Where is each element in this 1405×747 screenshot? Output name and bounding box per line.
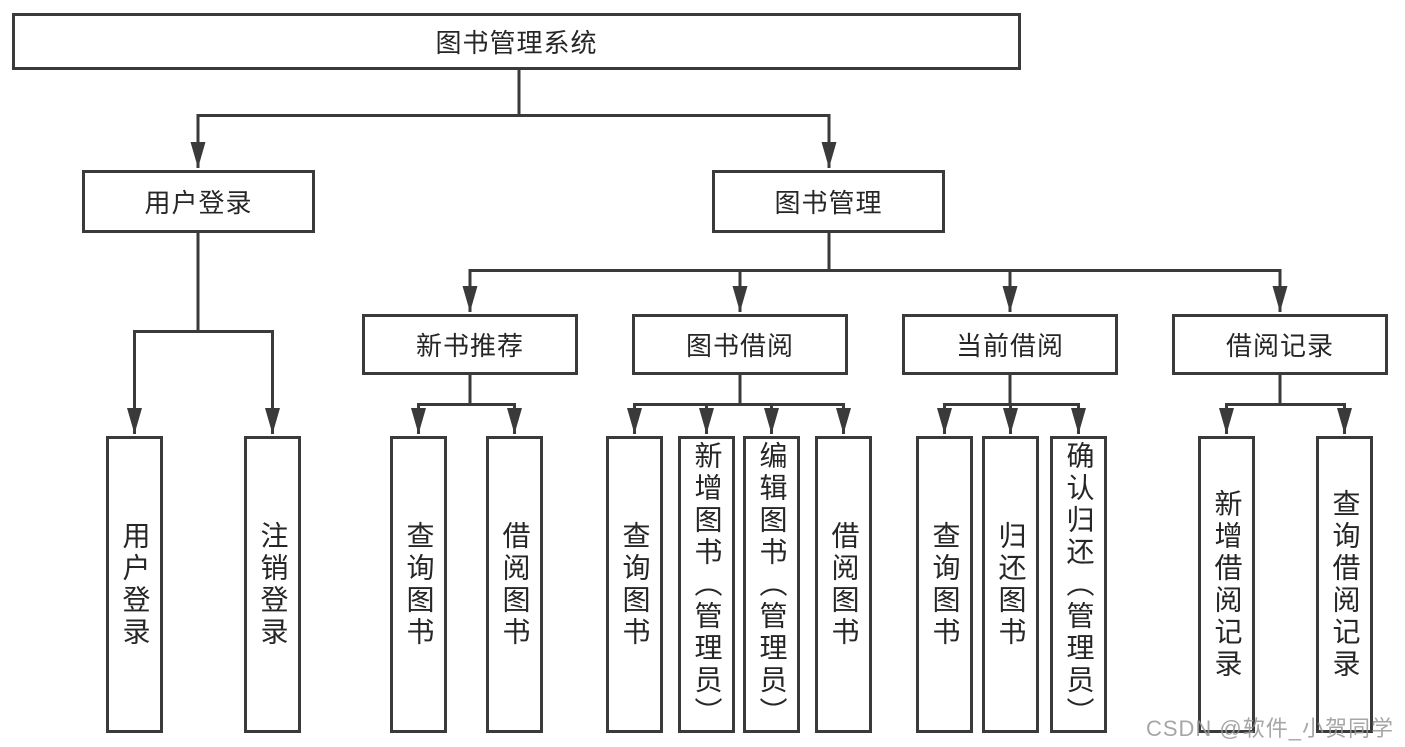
leaf-borrow-edit-books-admin-label: 编辑图书（管理员） — [756, 440, 788, 729]
leaf-borrow-borrow-books-label: 借阅图书 — [828, 520, 860, 649]
leaf-records-query-borrow-record-label: 查询借阅记录 — [1329, 488, 1361, 681]
node-new-book-recommendation-label: 新书推荐 — [415, 331, 524, 361]
node-book-borrowing: 图书借阅 — [632, 314, 848, 375]
leaf-current-return-books: 归还图书 — [982, 436, 1039, 733]
leaf-current-confirm-return-admin-label: 确认归还（管理员） — [1063, 440, 1095, 729]
leaf-borrow-add-books-admin: 新增图书（管理员） — [678, 436, 735, 733]
leaf-borrow-borrow-books: 借阅图书 — [815, 436, 872, 733]
node-root-label: 图书管理系统 — [435, 28, 598, 58]
leaf-records-query-borrow-record: 查询借阅记录 — [1316, 436, 1373, 733]
node-user-login-label: 用户登录 — [144, 188, 253, 218]
node-borrowing-records: 借阅记录 — [1172, 314, 1388, 375]
leaf-recommend-query-books: 查询图书 — [390, 436, 447, 733]
node-borrowing-records-label: 借阅记录 — [1225, 331, 1334, 361]
leaf-borrow-edit-books-admin: 编辑图书（管理员） — [743, 436, 800, 733]
leaf-records-add-borrow-record: 新增借阅记录 — [1198, 436, 1255, 733]
node-current-borrowing-label: 当前借阅 — [955, 331, 1064, 361]
leaf-logout-label: 注销登录 — [257, 520, 289, 649]
leaf-borrow-query-books-label: 查询图书 — [619, 520, 651, 649]
node-book-borrowing-label: 图书借阅 — [685, 331, 794, 361]
leaf-logout: 注销登录 — [244, 436, 301, 733]
node-root: 图书管理系统 — [12, 13, 1021, 70]
node-user-login: 用户登录 — [82, 170, 315, 233]
csdn-watermark: CSDN @软件_小贺同学 — [1145, 716, 1394, 741]
leaf-current-return-books-label: 归还图书 — [995, 520, 1027, 649]
leaf-user-login-label: 用户登录 — [119, 520, 151, 649]
leaf-current-query-books-label: 查询图书 — [929, 520, 961, 649]
leaf-records-add-borrow-record-label: 新增借阅记录 — [1211, 488, 1243, 681]
leaf-borrow-query-books: 查询图书 — [606, 436, 663, 733]
leaf-recommend-borrow-books: 借阅图书 — [486, 436, 543, 733]
leaf-recommend-query-books-label: 查询图书 — [403, 520, 435, 649]
leaf-recommend-borrow-books-label: 借阅图书 — [499, 520, 531, 649]
leaf-current-query-books: 查询图书 — [916, 436, 973, 733]
leaf-borrow-add-books-admin-label: 新增图书（管理员） — [691, 440, 723, 729]
node-new-book-recommendation: 新书推荐 — [362, 314, 578, 375]
node-book-management-label: 图书管理 — [774, 188, 883, 218]
node-current-borrowing: 当前借阅 — [902, 314, 1118, 375]
leaf-current-confirm-return-admin: 确认归还（管理员） — [1050, 436, 1107, 733]
node-book-management: 图书管理 — [712, 170, 945, 233]
leaf-user-login: 用户登录 — [106, 436, 163, 733]
